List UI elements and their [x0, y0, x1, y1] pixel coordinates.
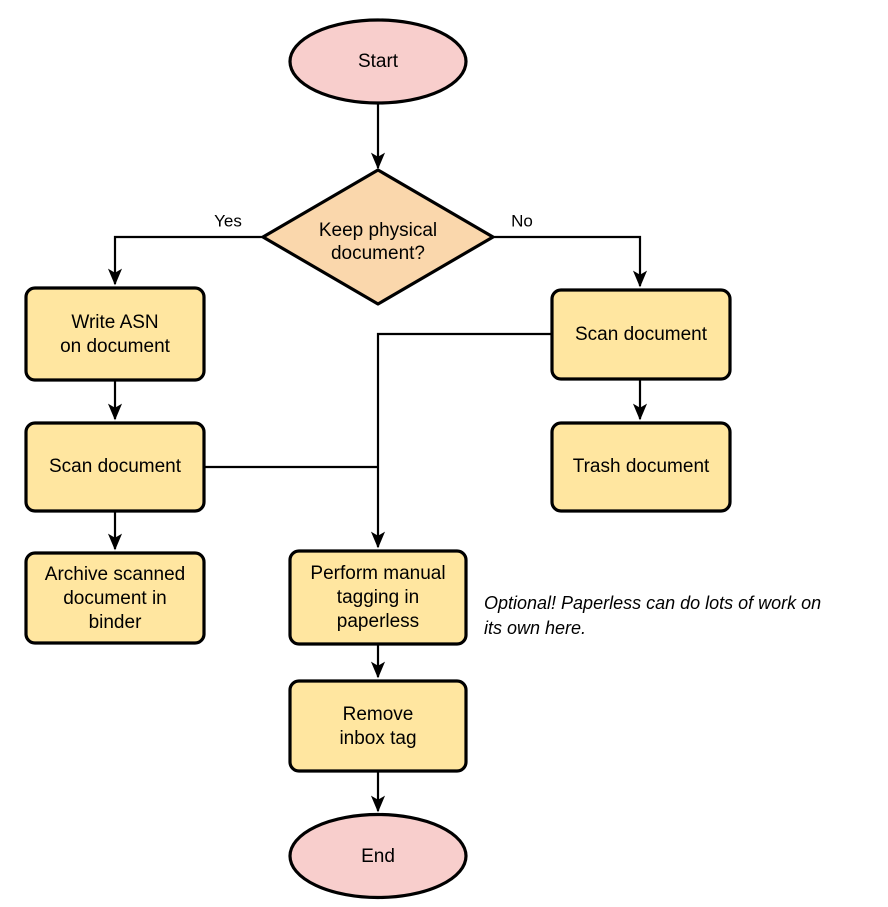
edge-label-yes: Yes: [214, 211, 242, 230]
node-start[interactable]: Start: [288, 18, 468, 105]
start-ellipse: [288, 18, 468, 105]
node-archive-scanned-document[interactable]: Archive scanned document in binder: [24, 551, 206, 645]
node-perform-manual-tagging[interactable]: Perform manual tagging in paperless: [288, 549, 468, 646]
decision-label-line2: document?: [331, 243, 425, 264]
remove-inbox-tag-box: [288, 679, 468, 773]
node-decision-keep-physical-document[interactable]: Keep physical document?: [261, 168, 495, 306]
node-remove-inbox-tag[interactable]: Remove inbox tag: [288, 679, 468, 773]
optional-note-line1: Optional! Paperless can do lots of work …: [484, 593, 821, 613]
write-asn-label-line1: Write ASN: [71, 312, 158, 333]
optional-note-line2: its own here.: [484, 618, 586, 638]
decision-diamond: [261, 168, 495, 306]
scan-document-left-label: Scan document: [49, 456, 182, 477]
node-scan-document-left[interactable]: Scan document: [24, 421, 206, 513]
manual-tagging-label-line2: tagging in: [337, 587, 419, 608]
archive-label-line3: binder: [89, 612, 142, 633]
scan-document-left-box: [24, 421, 206, 513]
archive-label-line2: document in: [63, 588, 167, 609]
node-trash-document[interactable]: Trash document: [550, 421, 732, 513]
start-label: Start: [358, 51, 399, 72]
edge-decision-no-to-scan-right: [493, 235, 648, 288]
node-end[interactable]: End: [288, 812, 468, 900]
archive-label-line1: Archive scanned: [45, 564, 185, 585]
decision-label-line1: Keep physical: [319, 220, 437, 241]
end-ellipse: [288, 812, 468, 900]
annotation-optional-note: Optional! Paperless can do lots of work …: [484, 593, 821, 638]
edge-label-no: No: [511, 211, 533, 230]
archive-box: [24, 551, 206, 645]
edge-decision-yes-to-write-asn: [107, 235, 263, 286]
node-write-asn-on-document[interactable]: Write ASN on document: [24, 286, 206, 382]
trash-document-label: Trash document: [573, 456, 710, 477]
write-asn-box: [24, 286, 206, 382]
remove-inbox-label-line2: inbox tag: [339, 728, 416, 749]
manual-tagging-label-line3: paperless: [337, 611, 419, 632]
manual-tagging-box: [288, 549, 468, 646]
trash-document-box: [550, 421, 732, 513]
write-asn-label-line2: on document: [60, 336, 171, 357]
end-label: End: [361, 846, 395, 867]
remove-inbox-label-line1: Remove: [343, 704, 414, 725]
scan-document-right-label: Scan document: [575, 324, 708, 345]
manual-tagging-label-line1: Perform manual: [310, 563, 445, 584]
node-scan-document-right[interactable]: Scan document: [550, 288, 732, 381]
edge-scan-right-to-manual-tagging: [370, 332, 552, 549]
scan-document-right-box: [550, 288, 732, 381]
